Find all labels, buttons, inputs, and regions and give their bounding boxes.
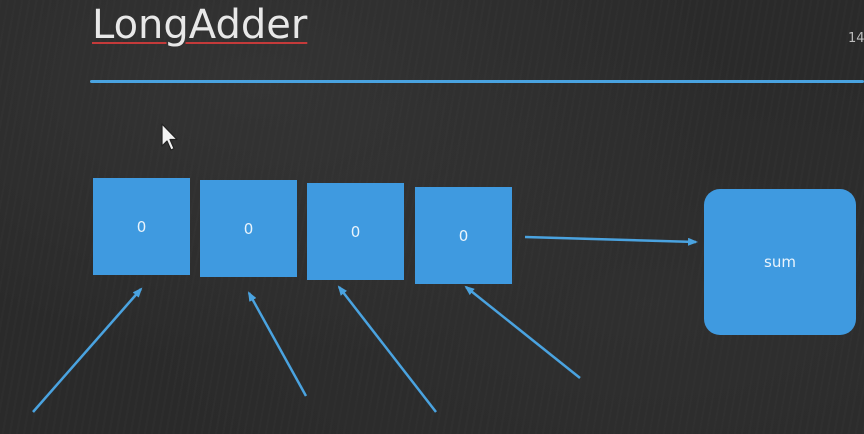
arrow-to-cell-3 bbox=[337, 285, 437, 413]
mouse-pointer-icon bbox=[161, 123, 178, 151]
slide-title: LongAdder bbox=[92, 2, 308, 48]
arrow-to-cell-2 bbox=[247, 291, 308, 397]
sum-label: sum bbox=[764, 253, 796, 271]
cell-value: 0 bbox=[243, 219, 254, 238]
cell-box-4: 0 bbox=[415, 187, 512, 284]
slide-number: 14 bbox=[848, 31, 864, 46]
arrow-to-cell-1 bbox=[32, 287, 143, 413]
cell-box-2: 0 bbox=[200, 180, 297, 277]
sum-box: sum bbox=[704, 189, 856, 335]
cell-value: 0 bbox=[136, 217, 147, 236]
cell-value: 0 bbox=[350, 222, 361, 241]
cell-value: 0 bbox=[458, 226, 469, 245]
cell-box-3: 0 bbox=[307, 183, 404, 280]
cell-box-1: 0 bbox=[93, 178, 190, 275]
arrow-to-sum bbox=[524, 235, 698, 246]
arrow-to-cell-4 bbox=[464, 285, 581, 379]
title-divider bbox=[90, 80, 864, 83]
